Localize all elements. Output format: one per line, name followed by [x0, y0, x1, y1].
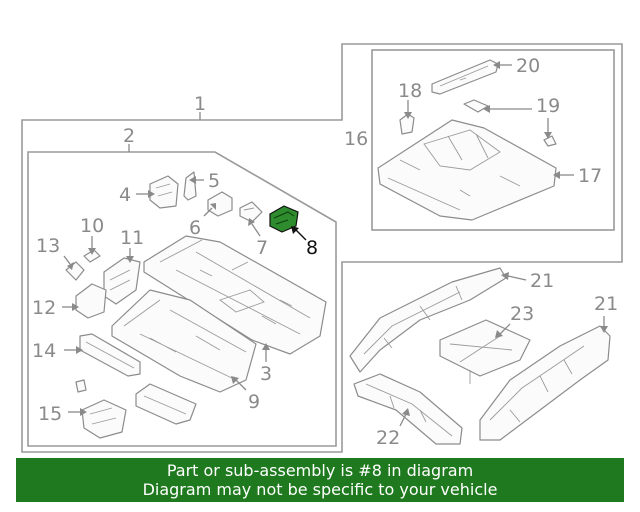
part-21-right-rail — [479, 325, 611, 441]
part-20 — [431, 59, 499, 95]
callout-19: 19 — [536, 95, 560, 117]
part-11 — [103, 257, 141, 305]
callout-4: 4 — [119, 184, 131, 206]
callout-13: 13 — [36, 235, 60, 257]
callout-2: 2 — [123, 125, 135, 147]
part-9-lower-floor — [111, 289, 257, 393]
callout-8-highlighted: 8 — [306, 237, 318, 259]
callout-3: 3 — [260, 363, 272, 385]
parts-diagram: 1 2 3 4 5 6 7 8 9 10 11 12 13 14 15 16 1… — [21, 43, 623, 453]
callout-23: 23 — [510, 303, 534, 325]
callout-21-right: 21 — [594, 293, 618, 315]
callout-18: 18 — [398, 80, 422, 102]
notice-line-part: Part or sub-assembly is #8 in diagram — [166, 461, 474, 480]
part-4 — [149, 175, 179, 209]
part-15 — [81, 399, 127, 439]
callout-14: 14 — [32, 340, 56, 362]
part-small-clip — [75, 379, 87, 393]
callout-20: 20 — [516, 55, 540, 77]
callout-1: 1 — [194, 93, 206, 115]
part-19 — [463, 99, 489, 113]
part-5 — [183, 171, 197, 201]
callout-9: 9 — [248, 391, 260, 413]
callout-7: 7 — [256, 237, 268, 259]
part-crossmember-lower — [135, 383, 197, 425]
part-21-upper-rail — [349, 267, 507, 373]
callout-17: 17 — [578, 165, 602, 187]
part-6 — [207, 191, 233, 217]
notice-line-disclaimer: Diagram may not be specific to your vehi… — [142, 480, 498, 499]
assembly-16-frame — [371, 49, 615, 231]
callout-22: 22 — [376, 427, 400, 449]
part-8-highlighted — [269, 205, 299, 233]
callout-12: 12 — [32, 297, 56, 319]
callout-6: 6 — [189, 217, 201, 239]
callout-5: 5 — [208, 170, 220, 192]
callout-10: 10 — [80, 215, 104, 237]
callout-16: 16 — [344, 128, 368, 150]
callout-21-top: 21 — [530, 270, 554, 292]
fitment-notice-banner: Part or sub-assembly is #8 in diagram Di… — [16, 458, 624, 502]
part-13 — [65, 261, 85, 281]
part-7 — [239, 201, 263, 223]
part-23-crossmember — [439, 319, 531, 377]
part-small-bracket — [543, 135, 557, 147]
assembly-1-frame — [21, 43, 623, 453]
callout-11: 11 — [120, 227, 144, 249]
assembly-2-frame — [27, 151, 337, 447]
part-12 — [75, 283, 107, 319]
callout-15: 15 — [38, 403, 62, 425]
